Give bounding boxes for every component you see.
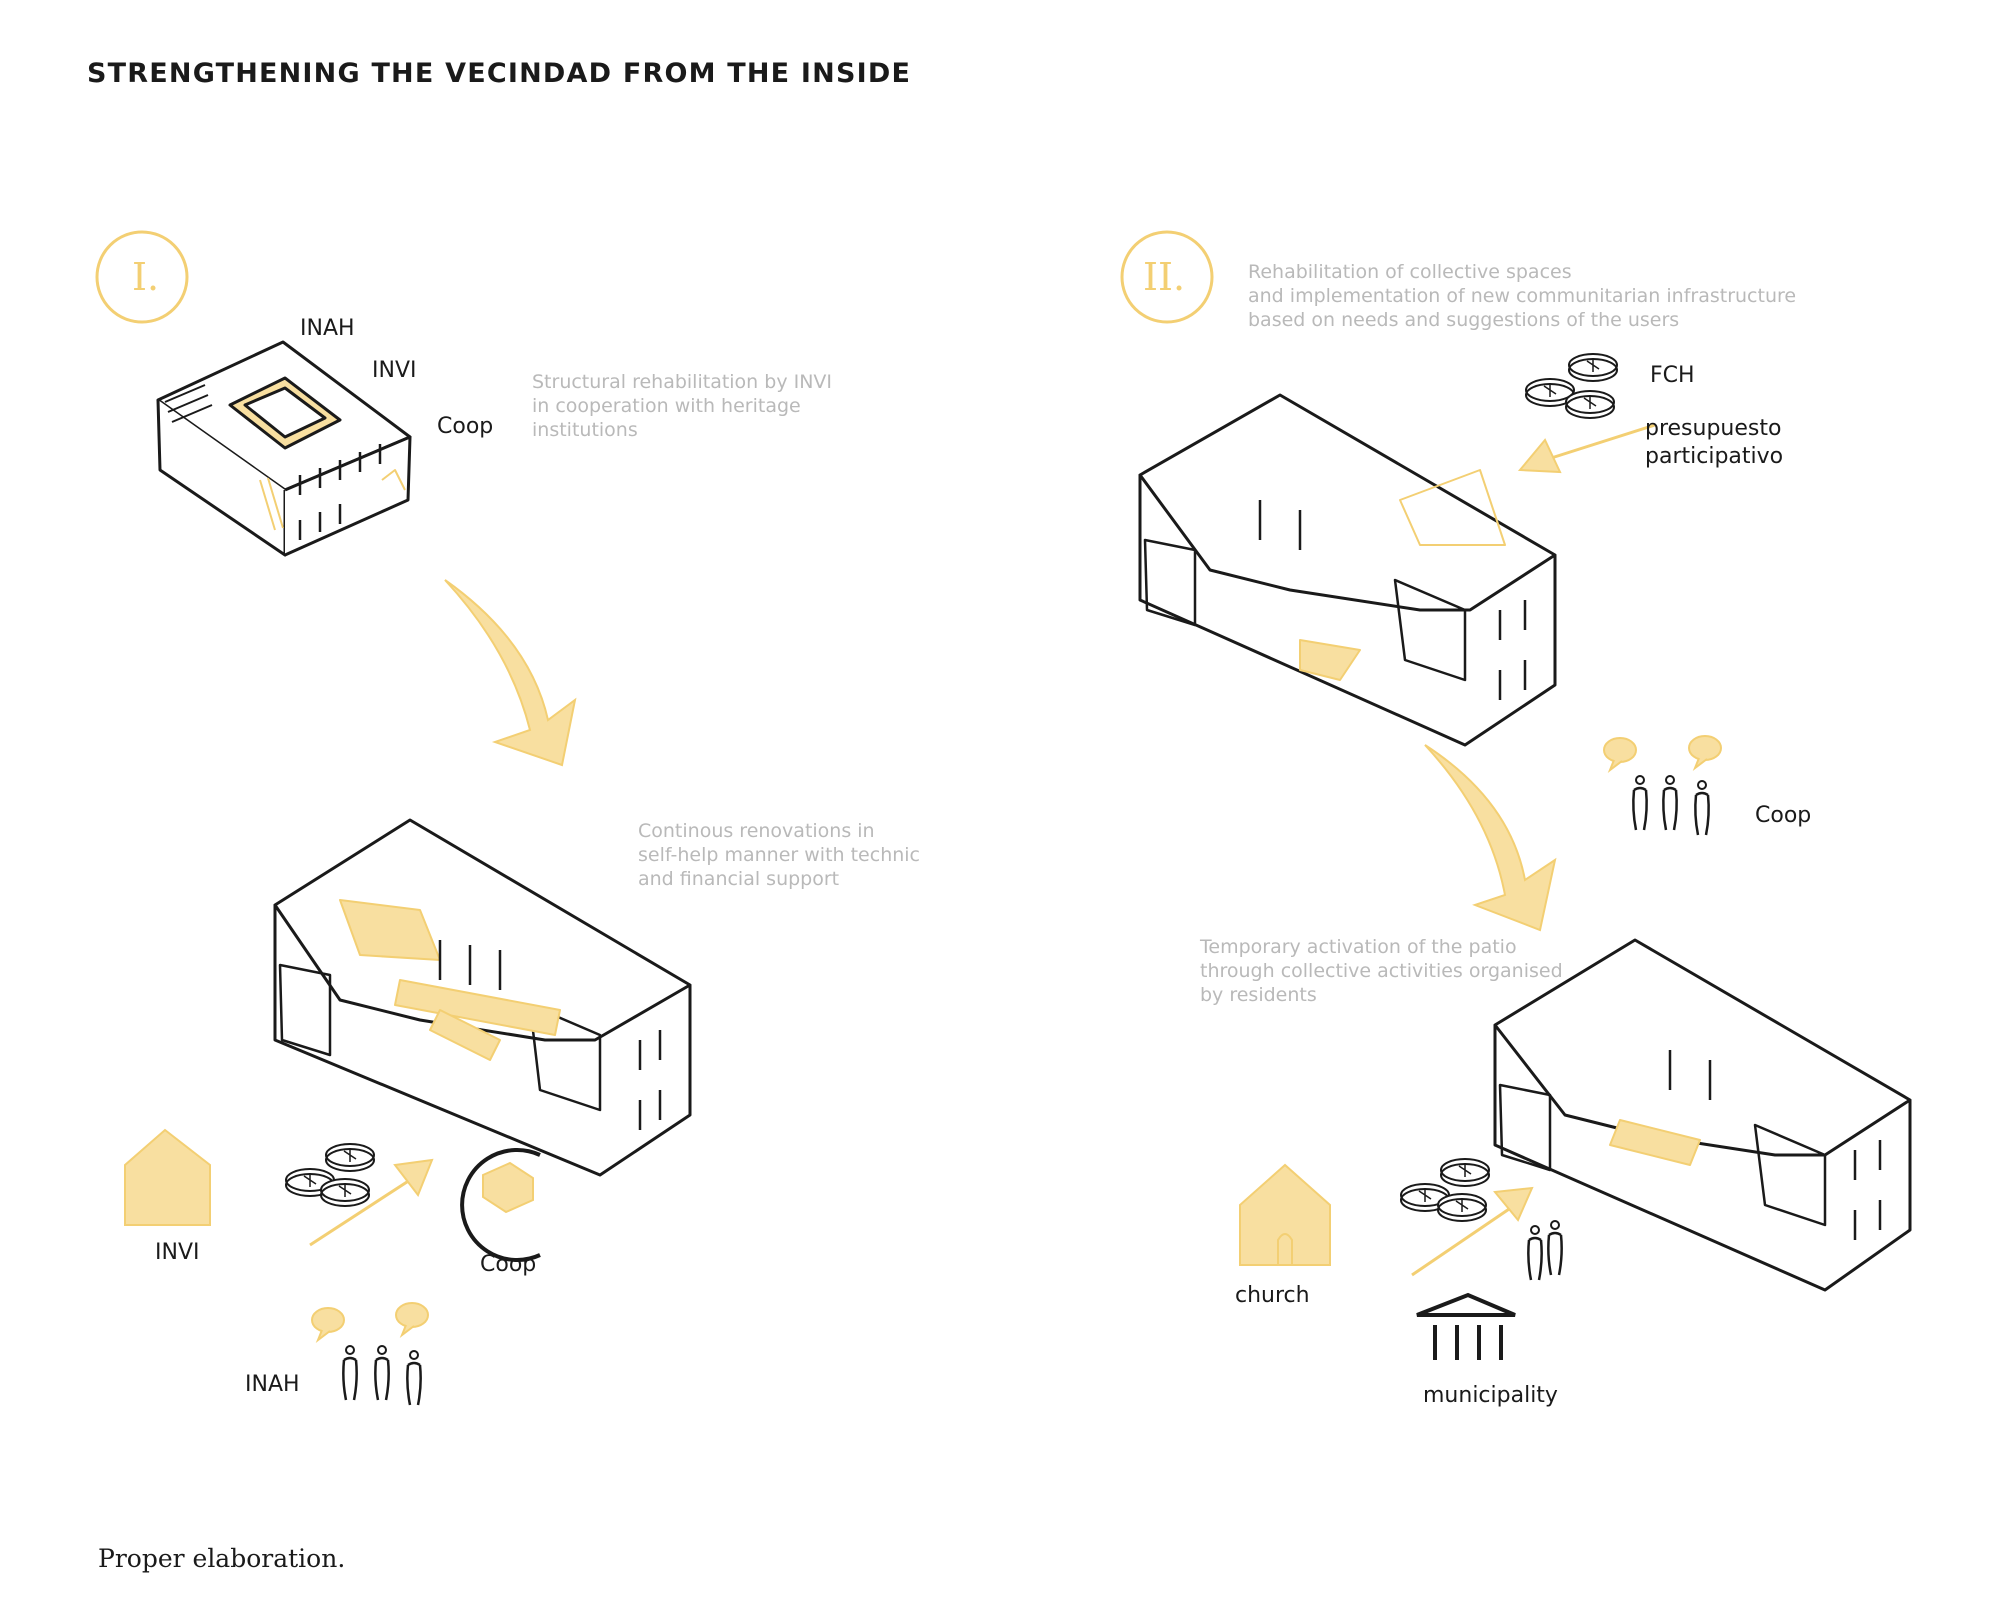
actor-label-inah: INAH [245, 1372, 300, 1397]
actor-label-coop-top: Coop [437, 414, 494, 439]
numeral-two: II. [1143, 255, 1186, 299]
coins-icon [285, 1143, 375, 1207]
people-label-coop: Coop [1755, 803, 1812, 828]
arrow-funding-three [1411, 1186, 1534, 1277]
house-icon [124, 1128, 211, 1226]
church-icon [1239, 1163, 1331, 1266]
note-temporary-activation: Temporary activation of the patio throug… [1200, 936, 1563, 1006]
figure-caption: Proper elaboration. [98, 1544, 346, 1573]
actor-label-invi: INVI [155, 1240, 200, 1265]
arrow-funding-one [309, 1158, 434, 1247]
residents-icon [1527, 1219, 1563, 1282]
actor-label-church: church [1235, 1283, 1310, 1308]
page-title: STRENGTHENING THE VECINDAD FROM THE INSI… [87, 58, 912, 89]
arrow-phase-two [1424, 744, 1557, 932]
people-group-icon [311, 1302, 429, 1407]
actor-label-inah-top: INAH [300, 316, 355, 341]
municipality-icon [1416, 1292, 1516, 1360]
note-structural-rehabilitation: Structural rehabilitation by INVI in coo… [532, 371, 833, 441]
arrow-phase-one [444, 579, 577, 767]
box-icon [460, 1148, 541, 1262]
funder-label-participatory-budget: presupuesto participativo [1645, 416, 1784, 469]
actor-label-coop: Coop [480, 1252, 537, 1277]
building-phase-two-infrastructure [1138, 393, 1557, 747]
funder-label-fch: FCH [1650, 363, 1695, 388]
numeral-circle-two [1120, 230, 1214, 324]
arrow-funding-two [1517, 423, 1656, 474]
actor-label-invi-top: INVI [372, 358, 417, 383]
actor-label-municipality: municipality [1423, 1383, 1558, 1408]
building-phase-one-renovated [273, 818, 692, 1177]
note-continuous-renovations: Continous renovations in self-help manne… [638, 820, 921, 890]
coins-icon-fch [1525, 353, 1618, 419]
building-phase-two-activated [1493, 938, 1912, 1292]
coins-icon-church [1400, 1158, 1490, 1222]
note-collective-spaces: Rehabilitation of collective spaces and … [1248, 261, 1797, 331]
numeral-one: I. [132, 255, 160, 299]
building-phase-one-initial [156, 340, 412, 557]
people-group-icon-coop [1603, 735, 1722, 837]
numeral-circle-one [95, 230, 189, 324]
